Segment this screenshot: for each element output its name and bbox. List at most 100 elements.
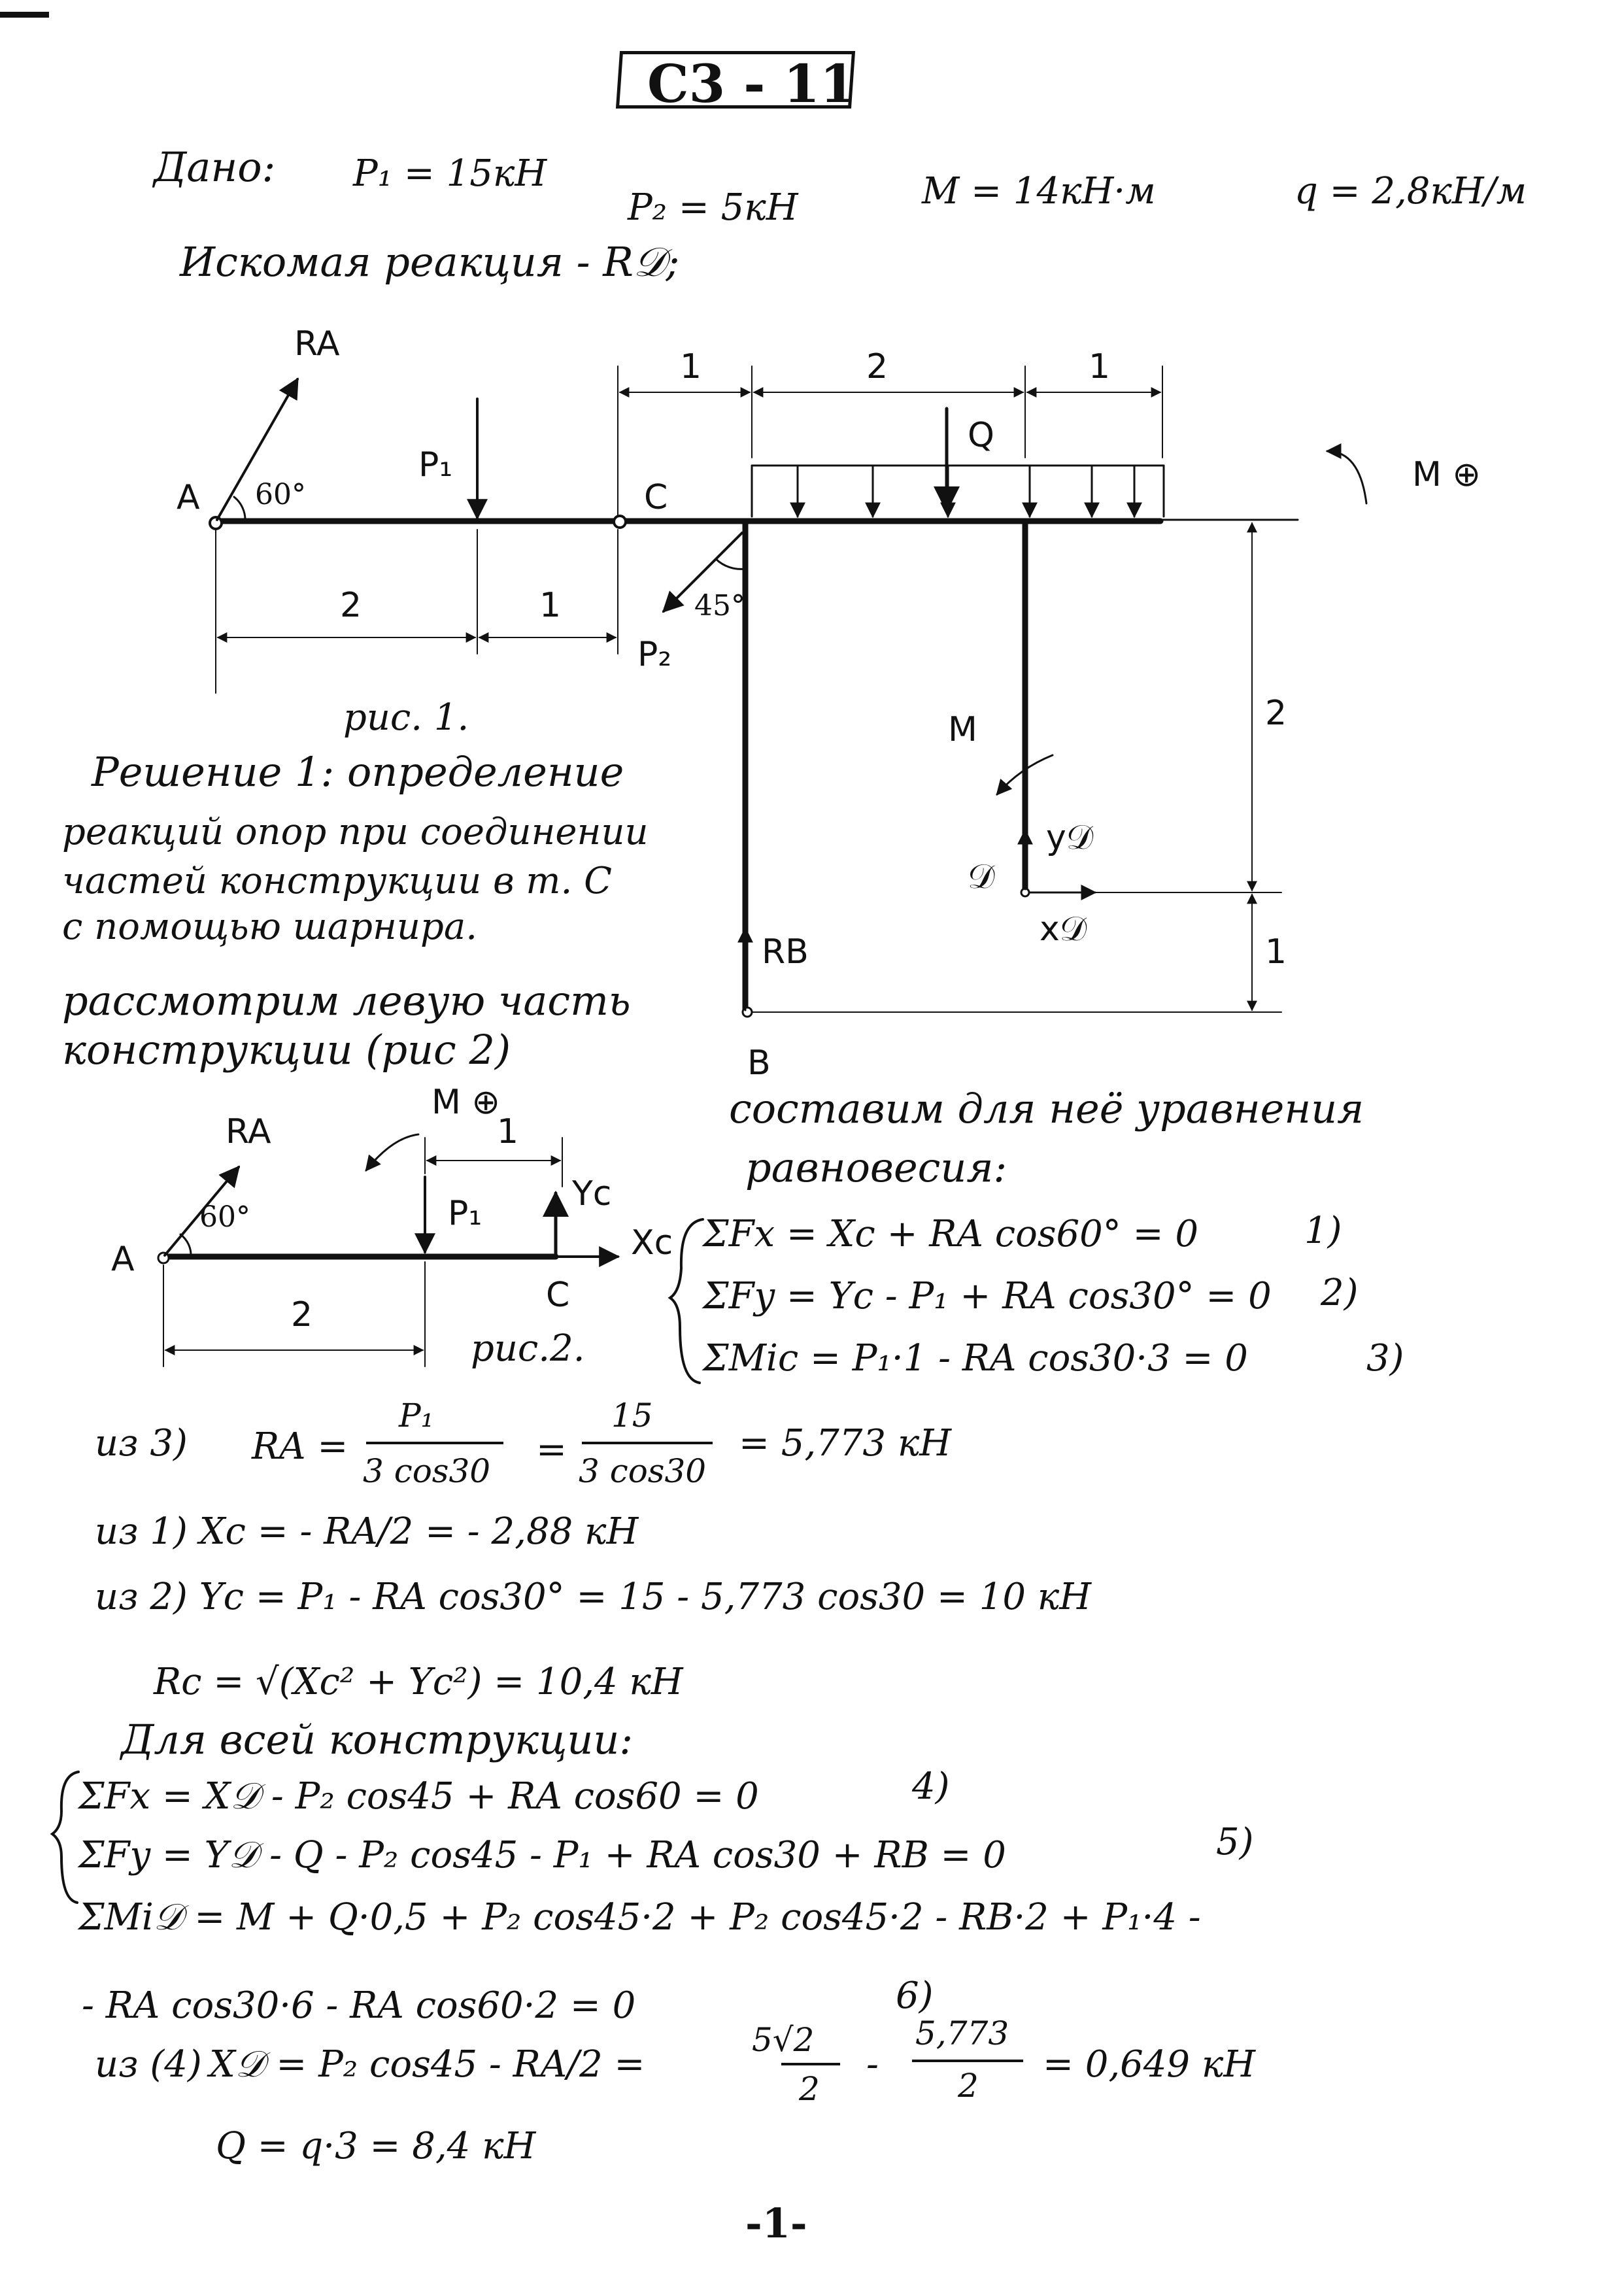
hinge-a xyxy=(209,516,223,530)
given-sought: Искомая реакция - R𝒟; xyxy=(180,238,680,286)
calc-rc: Rc = √(Xc² + Yc²) = 10,4 кН xyxy=(154,1661,683,1703)
calc-frac1-num: P₁ xyxy=(399,1397,434,1434)
fig1-label-rb: RB xyxy=(762,932,809,972)
solution-line-5: рассмотрим левую часть xyxy=(62,977,631,1025)
fig2-label-ra: RA xyxy=(226,1112,271,1151)
equation-2-number: 2) xyxy=(1321,1272,1359,1314)
fig1-dim-1a: 1 xyxy=(680,347,702,386)
solution-line-1: Решение 1: определение xyxy=(92,748,624,796)
fig2-dim-1: 1 xyxy=(497,1112,519,1151)
equation-5: ΣFy = Y𝒟 - Q - P₂ cos45 - P₁ + RA cos30 … xyxy=(78,1834,1006,1876)
calc-ra-result: = 5,773 кН xyxy=(739,1422,952,1465)
calc-frac1-bar xyxy=(366,1442,503,1444)
calc-eq-sign: = xyxy=(536,1429,567,1471)
solution-line-4: с помощью шарнира. xyxy=(62,906,478,948)
calc-from4-lhs: X𝒟 = P₂ cos45 - RA/2 = xyxy=(209,2043,645,2086)
calc-whole-structure: Для всей конструкции: xyxy=(121,1716,634,1763)
fig1-label-b: B xyxy=(747,1044,771,1083)
equation-6-number: 6) xyxy=(896,1975,934,2017)
fig1-dim-bottom-1: 1 xyxy=(539,586,562,625)
fig1-dim-2: 2 xyxy=(866,347,888,386)
given-m: M = 14кН·м xyxy=(922,170,1156,212)
given-p2: P₂ = 5кН xyxy=(628,186,798,229)
fig1-label-angle45: 45° xyxy=(694,589,745,622)
fig1-label-ra: RA xyxy=(294,324,340,364)
given-p1: P₁ = 15кН xyxy=(353,152,547,195)
fig1-label-c: C xyxy=(644,478,668,517)
equation-6: ΣMi𝒟 = M + Q·0,5 + P₂ cos45·2 + P₂ cos45… xyxy=(78,1896,1201,1939)
corner-mark xyxy=(0,12,49,18)
fig2-label-a: A xyxy=(111,1240,135,1279)
hinge-b xyxy=(741,1006,753,1018)
calc-from1: из 1) Xc = - RA/2 = - 2,88 кН xyxy=(95,1510,639,1553)
equation-1: ΣFx = Xc + RA cos60° = 0 xyxy=(703,1213,1198,1255)
calc-frac2-den: 3 cos30 xyxy=(579,1452,707,1490)
fig2-label-angle: 60° xyxy=(199,1200,250,1234)
equation-5-number: 5) xyxy=(1216,1821,1254,1863)
equation-3-number: 3) xyxy=(1366,1337,1404,1380)
fig1-caption: рис. 1. xyxy=(343,696,469,739)
fig1-label-moment: M ⊕ xyxy=(1412,455,1481,494)
equation-2: ΣFy = Yc - P₁ + RA cos30° = 0 xyxy=(703,1275,1272,1317)
moment-arc-mid xyxy=(996,754,1054,796)
calc-frac1-den: 3 cos30 xyxy=(363,1452,491,1490)
fig1-label-p1: P₁ xyxy=(418,445,453,484)
fig1-label-yd: y𝒟 xyxy=(1046,818,1094,857)
fig1-dim-right-1: 1 xyxy=(1265,932,1287,972)
calc-from4-frac2-num: 5,773 xyxy=(915,2014,1009,2052)
fig1-dim-1b: 1 xyxy=(1089,347,1111,386)
fig1-dim-right-2: 2 xyxy=(1265,694,1287,733)
fig2-label-moment: M ⊕ xyxy=(431,1083,500,1122)
equation-3: ΣMic = P₁·1 - RA cos30·3 = 0 xyxy=(703,1337,1248,1380)
calc-from4-frac2-den: 2 xyxy=(958,2067,979,2105)
page-number: -1- xyxy=(745,2199,807,2247)
calc-from2: из 2) Yc = P₁ - RA cos30° = 15 - 5,773 c… xyxy=(95,1576,1092,1618)
calc-frac2-num: 15 xyxy=(611,1397,653,1434)
page-title: С3 - 11 xyxy=(647,53,856,114)
equation-1-number: 1) xyxy=(1304,1210,1342,1252)
ra-arrow xyxy=(216,377,299,521)
solution-line-2: реакций опор при соединении xyxy=(62,811,649,853)
equations-intro-1: составим для неё уравнения xyxy=(729,1085,1364,1132)
calc-from4-frac1-bar xyxy=(781,2063,840,2065)
calc-q: Q = q·3 = 8,4 кН xyxy=(216,2125,536,2167)
calc-from4-minus: - xyxy=(866,2043,879,2086)
fig1-label-angle60: 60° xyxy=(255,478,306,511)
equations-intro-2: равновесия: xyxy=(745,1144,1007,1191)
calc-frac2-bar xyxy=(582,1442,713,1444)
calc-from3-label: из 3) xyxy=(95,1422,188,1465)
fig1-label-a: A xyxy=(177,478,200,517)
fig2-label-yc: Yc xyxy=(572,1174,612,1213)
fig1-label-d: 𝒟 xyxy=(968,857,995,896)
hinge-c xyxy=(613,515,627,529)
fig2-label-c: C xyxy=(546,1276,570,1315)
angle-60-arc xyxy=(233,496,246,522)
angle-45-arc xyxy=(715,558,747,570)
equation-6-continued: - RA cos30·6 - RA cos60·2 = 0 xyxy=(82,1984,636,2027)
fig1-label-m: M xyxy=(948,710,977,749)
moment-arc-top xyxy=(1325,443,1368,505)
fig1-label-xd: x𝒟 xyxy=(1040,909,1087,949)
calc-ra-lhs: RA = xyxy=(252,1425,348,1468)
given-q: q = 2,8кН/м xyxy=(1294,170,1527,212)
calc-from4-frac1-num: 5√2 xyxy=(752,2021,815,2059)
solution-line-3: частей конструкции в т. C xyxy=(62,860,612,902)
calc-from4-result: = 0,649 кН xyxy=(1043,2043,1256,2086)
p2-arrow xyxy=(662,532,743,613)
calc-from4-frac1-den: 2 xyxy=(799,2070,820,2108)
fig1-label-p2: P₂ xyxy=(637,635,672,674)
fig2-label-p1: P₁ xyxy=(448,1194,482,1233)
fig2-label-xc: Xc xyxy=(631,1223,673,1263)
fig2-dim-2: 2 xyxy=(291,1295,313,1334)
fig2-caption: рис.2. xyxy=(471,1327,585,1370)
fig1-label-q: Q xyxy=(968,416,994,455)
solution-line-6: конструкции (рис 2) xyxy=(62,1026,511,1074)
fig1-dim-bottom-2: 2 xyxy=(340,586,362,625)
given-label: Дано: xyxy=(154,143,276,191)
equation-4-number: 4) xyxy=(912,1765,950,1808)
equation-4: ΣFx = X𝒟 - P₂ cos45 + RA cos60 = 0 xyxy=(78,1775,759,1818)
calc-from4-frac2-bar xyxy=(912,2060,1023,2062)
calc-from4-label: из (4) xyxy=(95,2043,202,2086)
